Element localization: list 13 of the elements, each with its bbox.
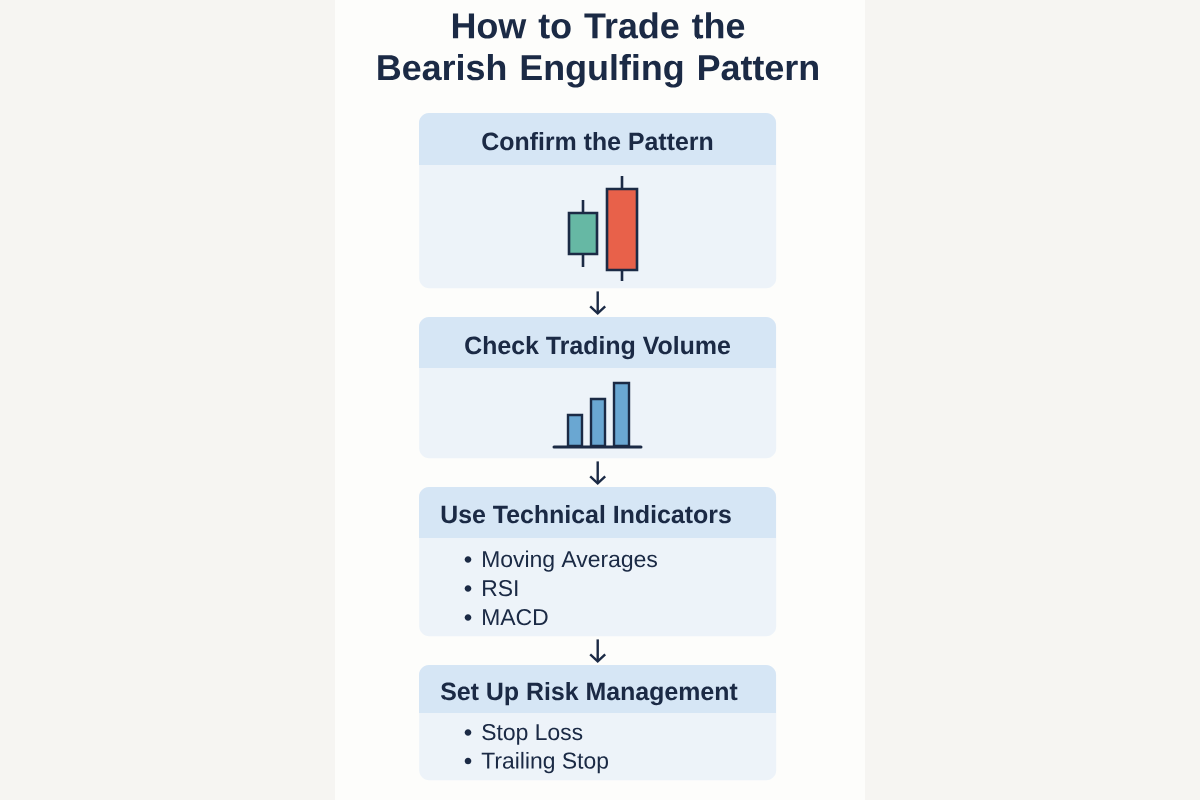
arrow [589, 291, 607, 315]
step-heading: Set Up Risk Management [440, 681, 738, 706]
list-item: Moving Averages [483, 550, 657, 572]
step-heading: Check Trading Volume [465, 335, 730, 360]
list-item: Trailing Stop [481, 751, 608, 774]
list-item: Stop Loss [482, 724, 583, 745]
arrow [589, 461, 607, 485]
step-heading: Use Technical Indicators [441, 504, 731, 524]
list-item: RSI [483, 580, 518, 597]
list-item: MACD [483, 609, 548, 626]
arrow [589, 639, 607, 663]
title: How to Trade the Bearish Engulfing Pattern [378, 12, 818, 88]
step-heading: Confirm the Pattern [482, 131, 713, 151]
